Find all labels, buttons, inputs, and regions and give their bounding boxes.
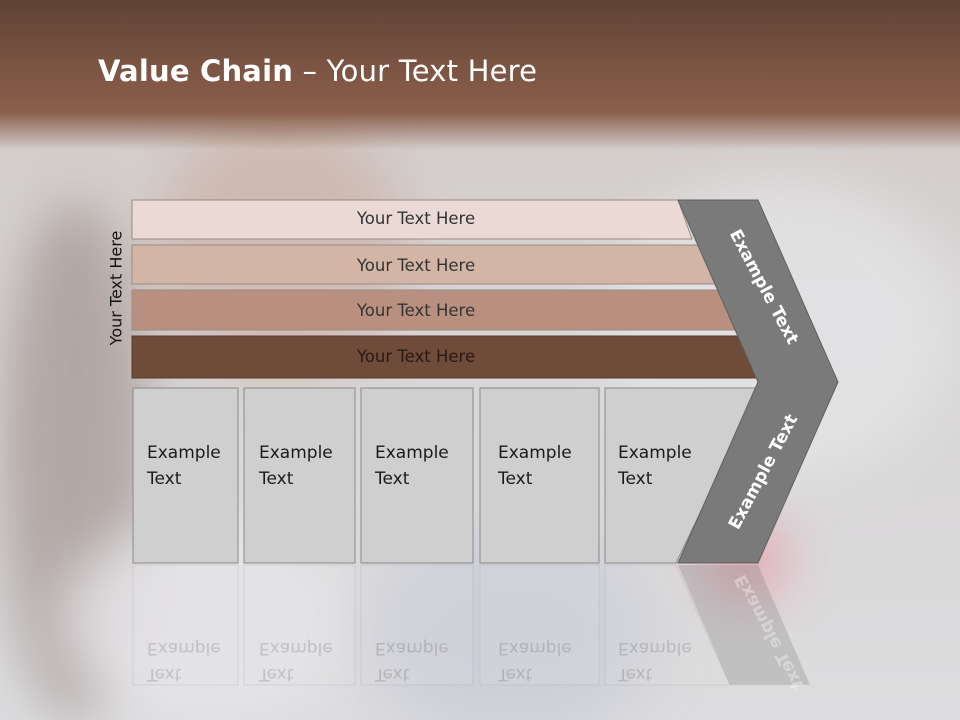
box-label-5-line1: Example	[618, 443, 692, 463]
box-3	[360, 387, 474, 564]
box-label-1-line1: Example	[147, 443, 221, 463]
bar-label-4: Your Text Here	[356, 347, 476, 366]
bar-label-1: Your Text Here	[356, 209, 476, 228]
slide-title: Value Chain – Your Text Here	[98, 54, 537, 88]
bar-label-2: Your Text Here	[356, 256, 476, 275]
box-label-1: Example Text	[147, 440, 247, 492]
reflection-group	[132, 564, 731, 686]
box-label-1-line2: Text	[147, 469, 182, 489]
box-label-3-line1: Example	[375, 443, 449, 463]
box-4	[479, 387, 600, 564]
box-label-4-line1: Example	[498, 443, 572, 463]
title-rest: – Your Text Here	[293, 54, 538, 88]
box-2	[243, 387, 356, 564]
header-band	[0, 0, 960, 150]
box-label-2-line2: Text	[259, 469, 294, 489]
box-label-4: Example Text	[498, 440, 598, 492]
chevron-arrow	[677, 199, 839, 564]
box-5	[604, 387, 761, 564]
box-label-5-line2: Text	[618, 469, 653, 489]
chevron-reflection	[678, 565, 810, 685]
bar-1	[131, 199, 693, 240]
box-label-3-line2: Text	[375, 469, 410, 489]
box-label-2: Example Text	[259, 440, 359, 492]
title-bold: Value Chain	[98, 54, 294, 88]
box-label-2-line1: Example	[259, 443, 333, 463]
box-1	[132, 387, 239, 564]
box-label-3: Example Text	[375, 440, 475, 492]
box-label-4-line2: Text	[498, 469, 533, 489]
bar-label-3: Your Text Here	[356, 301, 476, 320]
box-label-5: Example Text	[618, 440, 718, 492]
